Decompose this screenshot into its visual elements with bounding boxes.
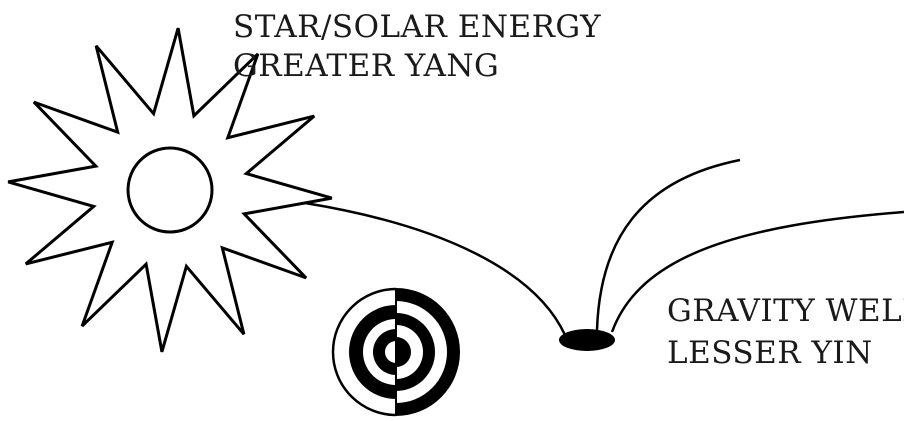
concentric-yin-yang-icon bbox=[331, 287, 460, 417]
lesser-yin-label: LESSER YIN bbox=[667, 335, 873, 371]
star-shape bbox=[7, 27, 333, 353]
star-energy-label: STAR/SOLAR ENERGY bbox=[233, 9, 602, 45]
gravity-well-ellipse bbox=[559, 329, 615, 351]
sun-icon bbox=[7, 27, 333, 353]
gravity-well-label: GRAVITY WELL bbox=[667, 293, 904, 329]
well-curve-upper bbox=[595, 158, 741, 331]
well-curve-right bbox=[610, 210, 904, 333]
sun-core-circle bbox=[126, 146, 214, 234]
star-to-well-curve bbox=[304, 201, 567, 336]
greater-yang-label: GREATER YANG bbox=[233, 48, 500, 84]
